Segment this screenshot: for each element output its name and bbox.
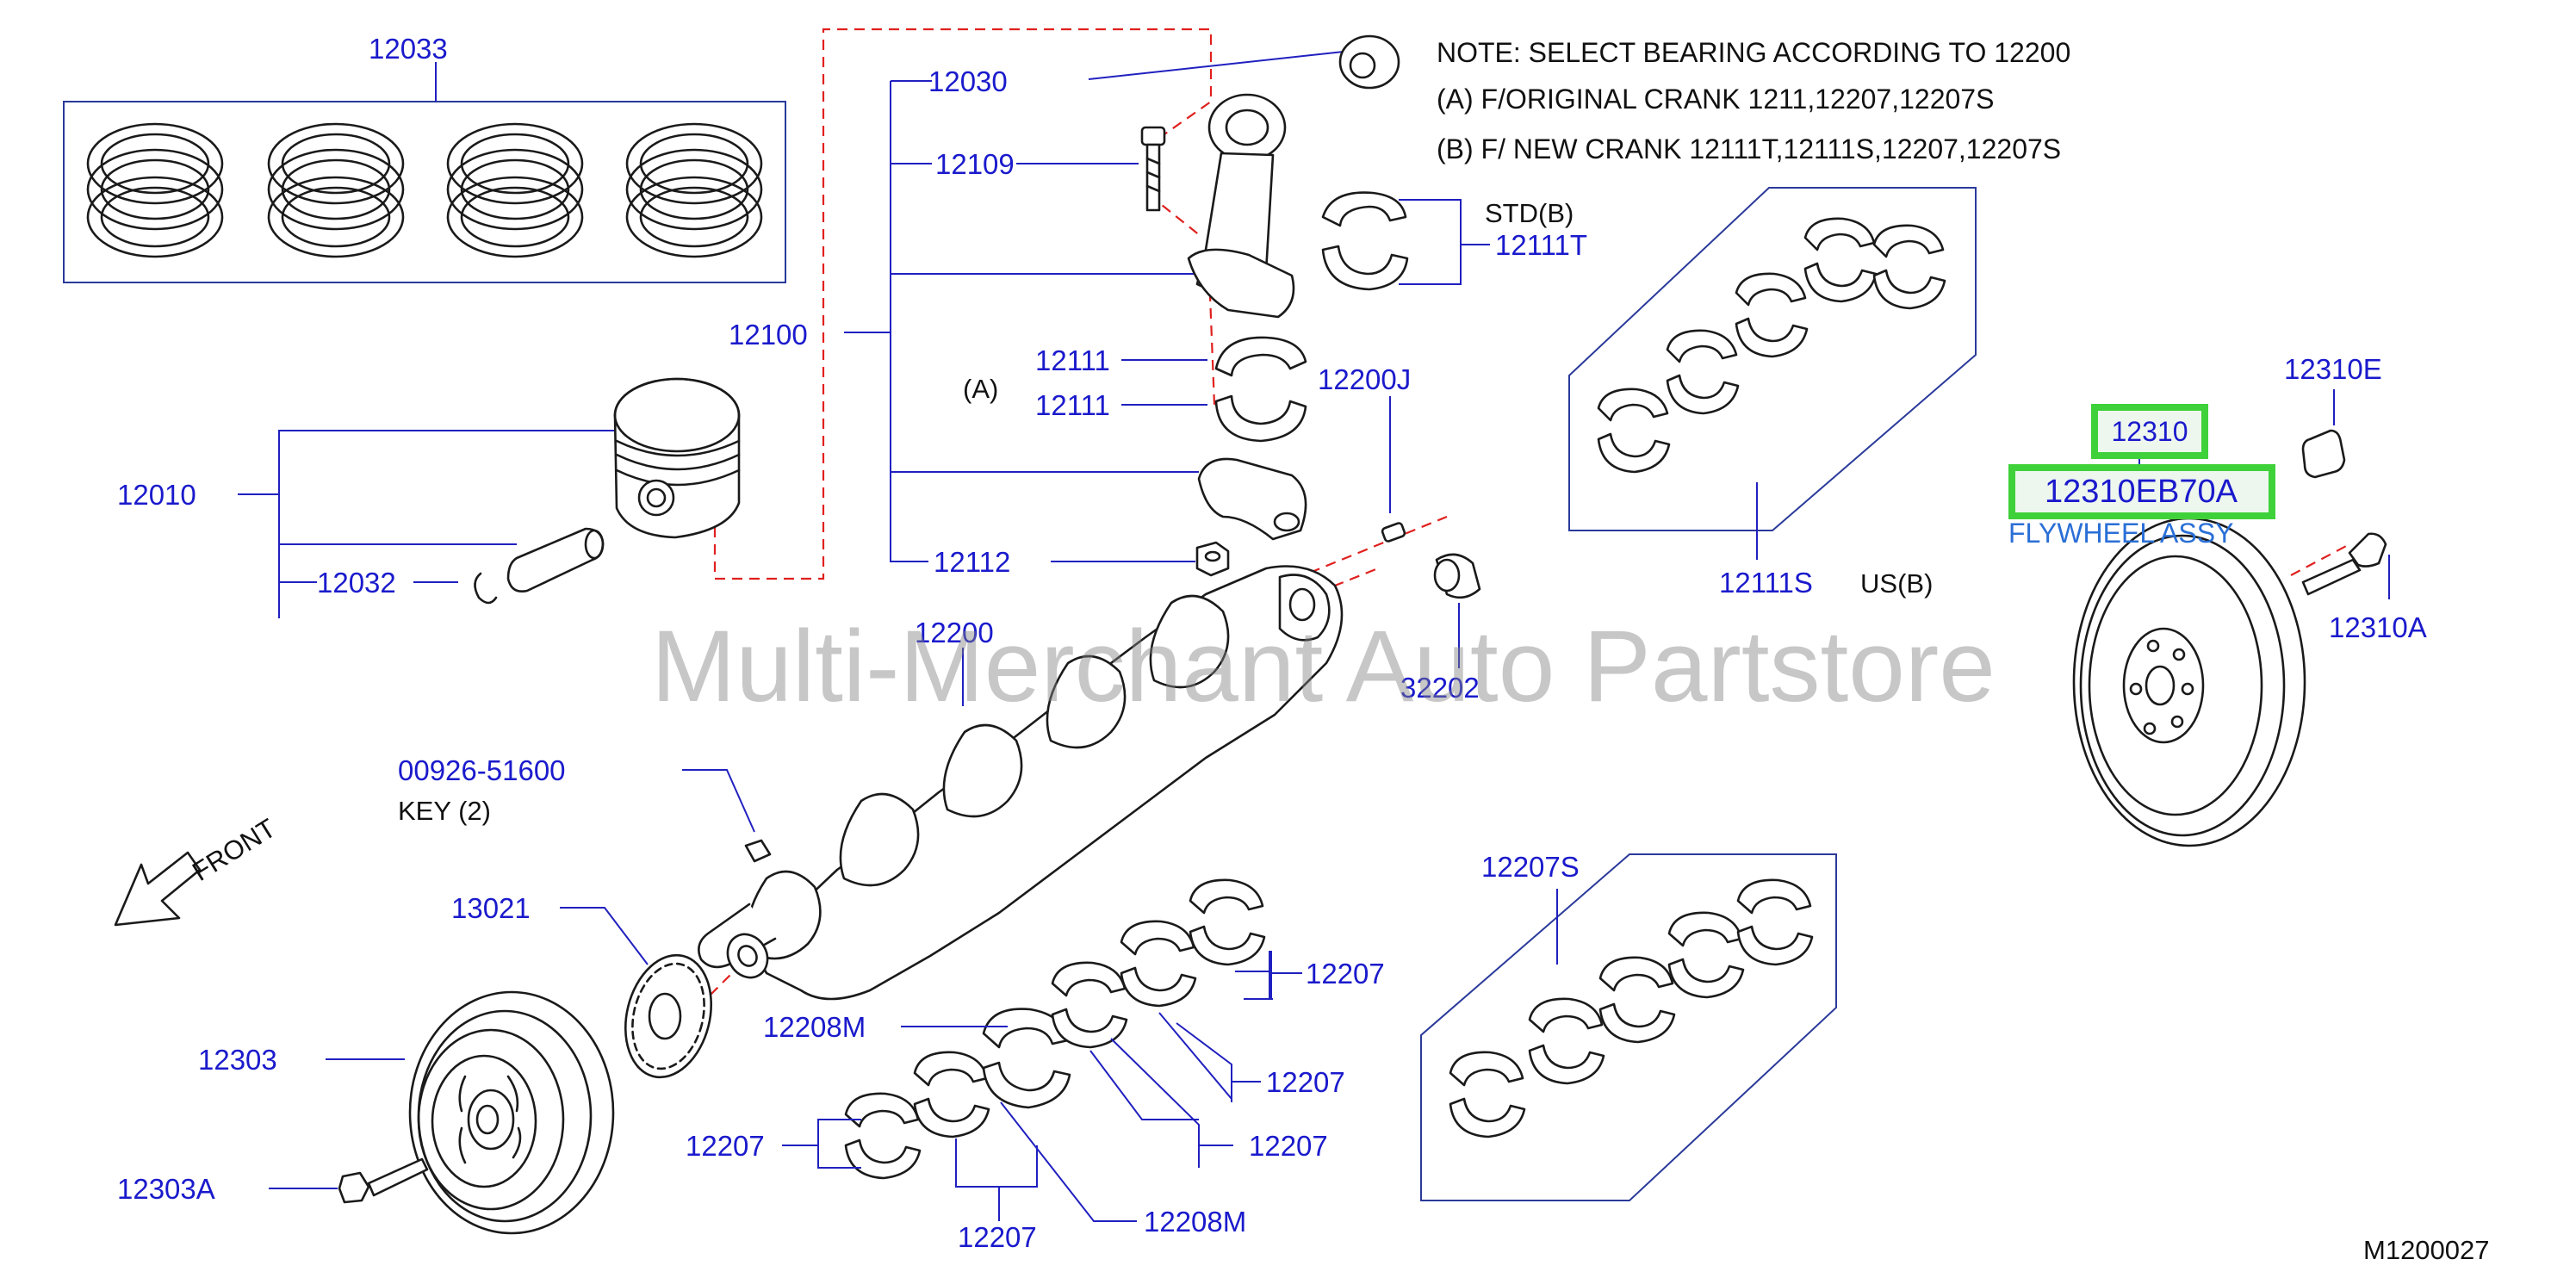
pilot-bushing[interactable]: 32202	[1400, 553, 1481, 704]
piston-ring-set[interactable]: 12033	[63, 33, 786, 283]
label-12010[interactable]: 12010	[117, 479, 196, 511]
note-line-2: (A) F/ORIGINAL CRANK 1211,12207,12207S	[1437, 84, 1994, 115]
label-12111T[interactable]: 12111T	[1495, 229, 1587, 261]
crankshaft[interactable]: 12200	[698, 565, 1344, 1001]
pulley-12303	[408, 990, 615, 1235]
label-12109[interactable]: 12109	[935, 148, 1015, 180]
piston-pin	[506, 527, 605, 592]
pin-snap-ring	[474, 572, 498, 605]
rod-cap	[1197, 457, 1307, 541]
label-12100[interactable]: 12100	[729, 319, 808, 351]
highlight-part-label[interactable]: 12310	[2112, 416, 2188, 447]
std-b-label: STD(B)	[1485, 198, 1574, 228]
note-line-3: (B) F/ NEW CRANK 12111T,12111S,12207,122…	[1437, 133, 2061, 164]
std-bearing-set[interactable]: STD(B) 12111T	[1321, 191, 1587, 291]
label-12112[interactable]: 12112	[934, 546, 1010, 578]
bushing-32202	[1433, 553, 1481, 599]
crank-key[interactable]: 00926-51600 KEY (2)	[398, 754, 772, 863]
rod-bearing-pair	[1214, 336, 1307, 443]
main-bearing-set[interactable]: 12207 12208M 12207 12207 12207 12207 122…	[686, 878, 1385, 1253]
us-bearing-set[interactable]: 12111S US(B)	[1568, 187, 1977, 599]
us-b-label: US(B)	[1860, 568, 1933, 599]
label-12111-upper[interactable]: 12111	[1035, 344, 1110, 376]
connecting-rod-assembly[interactable]: 12030 12109 12100 12111 12111 (A) 12112	[729, 34, 1400, 578]
condition-a-label: (A)	[963, 374, 998, 404]
label-32202[interactable]: 32202	[1400, 672, 1480, 704]
label-12303[interactable]: 12303	[198, 1044, 277, 1076]
diagram-code: M1200027	[2363, 1235, 2490, 1265]
crankshaft-body	[698, 565, 1344, 1001]
main-bearing-shells	[844, 878, 1266, 1180]
small-end-bushing	[1338, 34, 1400, 90]
ring-set-box	[63, 101, 786, 283]
crank-plug[interactable]: 12200J	[1318, 363, 1411, 543]
label-12208M-top[interactable]: 12208M	[763, 1011, 866, 1043]
ring-stack-4	[625, 122, 763, 258]
flywheel-bolt	[2301, 532, 2387, 596]
front-indicator: FRONT	[114, 813, 281, 927]
plug-12200j	[1381, 522, 1406, 543]
label-00926-51600[interactable]: 00926-51600	[398, 754, 566, 786]
ring-stack-1	[86, 122, 224, 258]
front-label: FRONT	[187, 813, 281, 887]
us-bearing-shells	[1597, 217, 1946, 474]
highlight-description: FLYWHEEL ASSY	[2008, 518, 2233, 549]
label-12207-left[interactable]: 12207	[686, 1130, 765, 1162]
label-12030[interactable]: 12030	[928, 65, 1008, 97]
sprocket-13021	[624, 953, 713, 1079]
label-12207-right-3[interactable]: 12207	[1249, 1130, 1328, 1162]
pulley-bolt	[338, 1157, 429, 1204]
crank-sprocket[interactable]: 13021	[451, 892, 723, 1086]
label-12111-lower[interactable]: 12111	[1035, 389, 1110, 421]
highlight-part-number[interactable]: 12310EB70A	[2045, 474, 2238, 510]
highlight-part-box	[2091, 404, 2208, 459]
undersize-bearing-box	[1420, 853, 1837, 1201]
ring-stack-2	[267, 122, 405, 258]
undersize-main-bearing-set[interactable]: 12207S	[1420, 851, 1837, 1201]
conrod-bolt	[1140, 126, 1166, 212]
undersize-bearing-shells	[1449, 878, 1814, 1138]
label-12207-right-2[interactable]: 12207	[1266, 1066, 1345, 1098]
label-12208M-bottom[interactable]: 12208M	[1144, 1206, 1246, 1238]
key-part	[744, 839, 772, 863]
piston	[613, 377, 741, 539]
label-12207S[interactable]: 12207S	[1481, 851, 1580, 883]
highlight-part-number-box	[2008, 464, 2275, 519]
label-12310E[interactable]: 12310E	[2284, 353, 2382, 385]
label-12032[interactable]: 12032	[317, 567, 396, 599]
std-bearing-shells	[1321, 191, 1409, 291]
label-12207-right-1[interactable]: 12207	[1306, 958, 1385, 990]
flywheel-dowel	[2301, 429, 2346, 479]
us-bearing-box	[1568, 187, 1977, 531]
label-12200[interactable]: 12200	[915, 617, 994, 648]
label-12303A[interactable]: 12303A	[117, 1173, 215, 1205]
label-12200J[interactable]: 12200J	[1318, 363, 1411, 395]
label-13021[interactable]: 13021	[451, 892, 531, 924]
front-arrow-icon	[114, 851, 202, 927]
label-12310A[interactable]: 12310A	[2329, 611, 2427, 643]
note-line-1: NOTE: SELECT BEARING ACCORDING TO 12200	[1437, 37, 2070, 68]
ring-stack-3	[446, 122, 584, 258]
connecting-rod	[1187, 93, 1295, 319]
piston-assembly[interactable]: 12010 12032	[117, 377, 741, 618]
label-12111S[interactable]: 12111S	[1719, 567, 1813, 599]
bracket-12100	[890, 81, 928, 562]
label-12207-bottom[interactable]: 12207	[958, 1221, 1037, 1253]
flywheel-assembly[interactable]: 12310 12310EB70A FLYWHEEL ASSY 12310E 12…	[2008, 353, 2427, 847]
conrod-nut	[1195, 541, 1230, 577]
watermark: Multi-Merchant Auto Partstore	[651, 610, 1996, 723]
label-12033[interactable]: 12033	[369, 33, 448, 65]
crank-pulley[interactable]: 12303 12303A	[117, 990, 615, 1235]
flywheel	[2072, 517, 2306, 847]
bearing-notes: NOTE: SELECT BEARING ACCORDING TO 12200 …	[1437, 37, 2070, 164]
key-qty-label: KEY (2)	[398, 796, 491, 826]
